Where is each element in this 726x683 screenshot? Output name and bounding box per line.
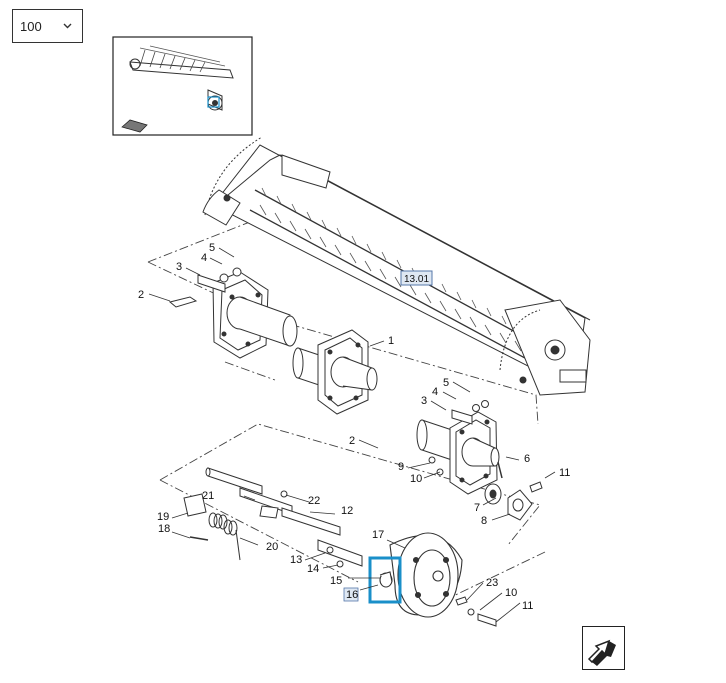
callout-16-box[interactable]: 16 xyxy=(343,587,359,602)
left-bearing-plate xyxy=(168,267,298,359)
callout-20[interactable]: 20 xyxy=(266,541,278,553)
callout-labels: 1 2 3 4 5 2 3 4 5 6 7 8 9 10 11 12 13 14… xyxy=(138,242,570,612)
arrow-next-page-icon xyxy=(587,639,616,666)
chevron-down-icon xyxy=(63,23,72,29)
next-page-button[interactable] xyxy=(582,626,625,670)
callout-5[interactable]: 5 xyxy=(209,242,215,254)
callout-13[interactable]: 13 xyxy=(290,554,302,566)
callout-17[interactable]: 17 xyxy=(372,529,384,541)
knife-sections xyxy=(259,187,537,360)
right-bearing-plate xyxy=(416,400,543,521)
centre-bearing-plate xyxy=(292,329,378,415)
pulley-disc xyxy=(379,532,463,618)
callout-22[interactable]: 22 xyxy=(308,495,320,507)
callout-8[interactable]: 8 xyxy=(481,515,487,527)
leader-lines xyxy=(148,247,556,623)
callout-21[interactable]: 21 xyxy=(202,490,214,502)
callout-3[interactable]: 3 xyxy=(176,261,182,273)
hub-bolts xyxy=(455,596,497,627)
callout-11[interactable]: 11 xyxy=(559,467,570,479)
callout-10[interactable]: 10 xyxy=(410,473,422,485)
highlight-frame-item-16[interactable] xyxy=(368,556,402,604)
callout-6[interactable]: 6 xyxy=(524,453,530,465)
callout-5[interactable]: 5 xyxy=(443,377,449,389)
callout-23[interactable]: 23 xyxy=(486,577,498,589)
callout-11[interactable]: 11 xyxy=(522,600,533,612)
callout-16: 16 xyxy=(346,589,358,601)
callout-1[interactable]: 1 xyxy=(388,335,394,347)
callout-2[interactable]: 2 xyxy=(349,435,355,447)
callout-3[interactable]: 3 xyxy=(421,395,427,407)
callout-2[interactable]: 2 xyxy=(138,289,144,301)
zoom-select[interactable]: 100 xyxy=(12,9,83,43)
callout-7[interactable]: 7 xyxy=(474,502,480,514)
callout-18[interactable]: 18 xyxy=(158,523,170,535)
zoom-value: 100 xyxy=(20,18,42,34)
callout-12[interactable]: 12 xyxy=(341,505,353,517)
callout-4[interactable]: 4 xyxy=(201,252,207,264)
callout-10[interactable]: 10 xyxy=(505,587,517,599)
torsion-springs xyxy=(208,512,241,561)
cutter-bar-assembly xyxy=(202,136,591,396)
overview-thumbnail xyxy=(112,36,253,136)
callout-15[interactable]: 15 xyxy=(330,575,342,587)
lower-shaft-assembly xyxy=(183,467,363,568)
callout-14[interactable]: 14 xyxy=(307,563,319,575)
callout-9[interactable]: 9 xyxy=(398,461,404,473)
section-ref-label: 13.01 xyxy=(404,274,429,285)
callout-19[interactable]: 19 xyxy=(157,511,169,523)
callout-4[interactable]: 4 xyxy=(432,386,438,398)
section-ref-box[interactable]: 13.01 xyxy=(400,270,433,286)
